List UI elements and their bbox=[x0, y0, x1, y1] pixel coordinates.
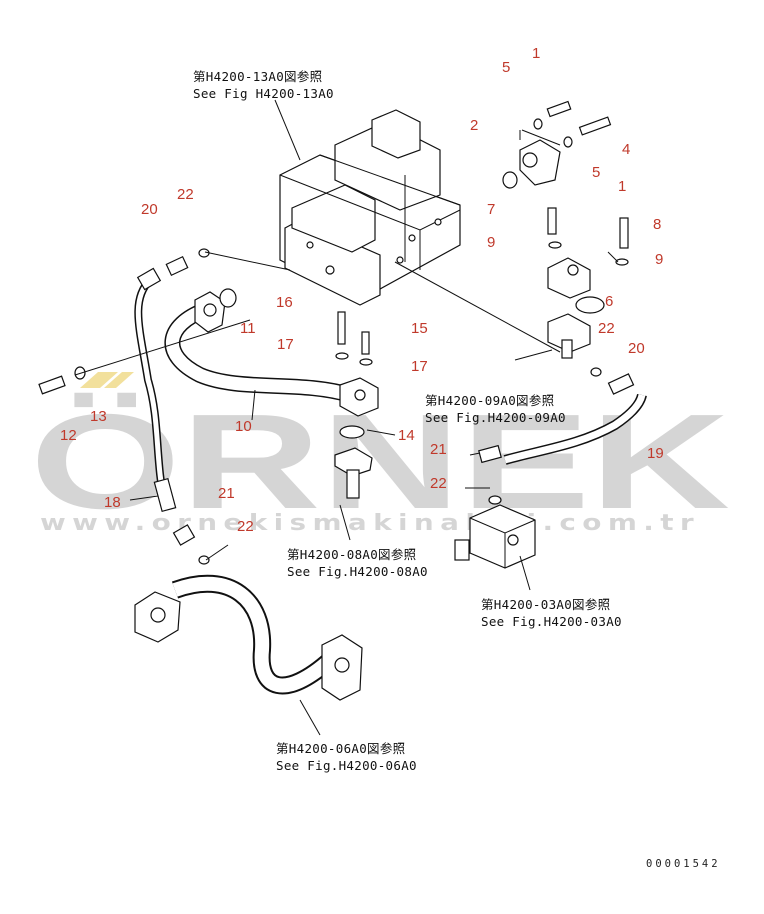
bottom-pipe bbox=[134, 574, 363, 701]
callout-12: 12 bbox=[60, 427, 77, 444]
callout-11: 11 bbox=[240, 320, 256, 337]
ref-06a0-en: See Fig.H4200-06A0 bbox=[276, 758, 417, 773]
watermark-url: www.ornekismakinalari.com.tr bbox=[40, 511, 700, 536]
callout-21b: 21 bbox=[218, 485, 235, 502]
ref-03a0-en: See Fig.H4200-03A0 bbox=[481, 614, 622, 629]
callout-16: 16 bbox=[276, 294, 293, 311]
callout-4: 4 bbox=[622, 141, 630, 158]
callout-20b: 20 bbox=[141, 201, 158, 218]
left-pipe-10 bbox=[164, 288, 379, 499]
callout-17a: 17 bbox=[277, 336, 294, 353]
callout-17b: 17 bbox=[411, 358, 428, 375]
ref-13a0-jp: 第H4200-13A0図参照 bbox=[193, 69, 322, 84]
callout-9b: 9 bbox=[655, 251, 663, 268]
leader-lines bbox=[74, 99, 619, 736]
callout-14: 14 bbox=[398, 427, 415, 444]
ref-08a0-jp: 第H4200-08A0図参照 bbox=[287, 547, 416, 562]
callout-6: 6 bbox=[605, 293, 613, 310]
callout-22b: 22 bbox=[177, 186, 194, 203]
callout-20a: 20 bbox=[628, 340, 645, 357]
callout-8: 8 bbox=[653, 216, 661, 233]
watermark: ÖRNEK www.ornekismakinalari.com.tr bbox=[30, 372, 730, 537]
callout-15: 15 bbox=[411, 320, 428, 337]
callout-10: 10 bbox=[235, 418, 252, 435]
right-hose-assembly bbox=[478, 367, 647, 505]
callout-22d: 22 bbox=[237, 518, 254, 535]
control-valve-assembly bbox=[279, 109, 461, 306]
ref-06a0-jp: 第H4200-06A0図参照 bbox=[276, 741, 405, 756]
figure-references: 第H4200-13A0図参照 See Fig H4200-13A0 第H4200… bbox=[193, 69, 622, 773]
callout-22a: 22 bbox=[598, 320, 615, 337]
watermark-brand: ÖRNEK bbox=[30, 386, 730, 537]
callout-21a: 21 bbox=[430, 441, 447, 458]
ref-09a0-jp: 第H4200-09A0図参照 bbox=[425, 393, 554, 408]
callout-9a: 9 bbox=[487, 234, 495, 251]
callout-5a: 5 bbox=[502, 59, 510, 76]
callout-19: 19 bbox=[647, 445, 664, 462]
right-pipe-assembly bbox=[502, 100, 629, 359]
callout-22c: 22 bbox=[430, 475, 447, 492]
pump-valve-block bbox=[454, 504, 536, 569]
callout-5b: 5 bbox=[592, 164, 600, 181]
part-callouts: 1 5 2 4 5 1 7 8 9 9 6 22 20 22 20 16 11 … bbox=[60, 45, 664, 535]
ref-03a0-jp: 第H4200-03A0図参照 bbox=[481, 597, 610, 612]
callout-7: 7 bbox=[487, 201, 495, 218]
callout-2: 2 bbox=[470, 117, 478, 134]
callout-18: 18 bbox=[104, 494, 121, 511]
callout-1: 1 bbox=[618, 178, 626, 195]
callout-3: 1 bbox=[532, 45, 540, 62]
callout-13: 13 bbox=[90, 408, 107, 425]
ref-08a0-en: See Fig.H4200-08A0 bbox=[287, 564, 428, 579]
ref-09a0-en: See Fig.H4200-09A0 bbox=[425, 410, 566, 425]
drawing-code: 00001542 bbox=[646, 858, 721, 870]
ref-13a0-en: See Fig H4200-13A0 bbox=[193, 86, 334, 101]
